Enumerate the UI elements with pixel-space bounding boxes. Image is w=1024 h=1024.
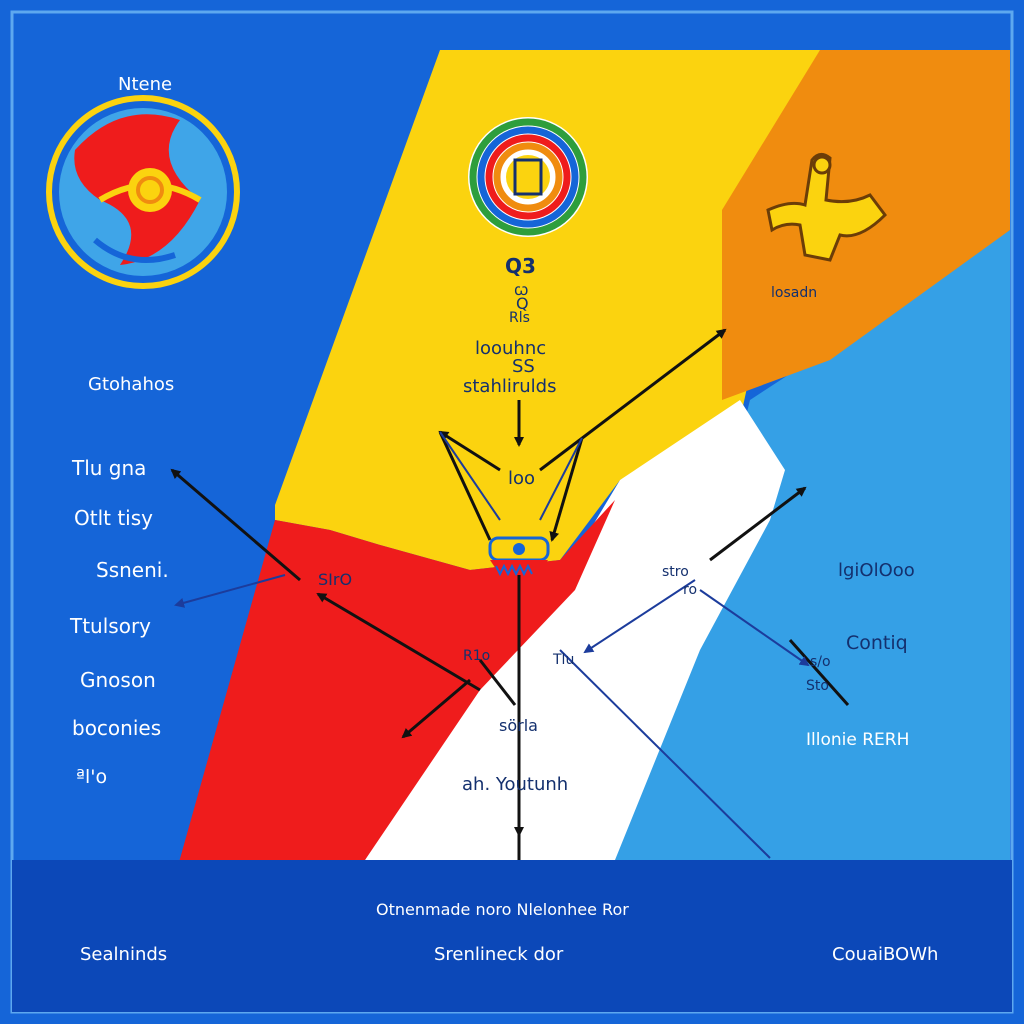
arrow-to-left-labels <box>170 468 301 582</box>
bottom-center-label: Srenlineck dor <box>434 944 564 965</box>
bottom-title: Otnenmade noro Nlelonhee Ror <box>376 900 629 919</box>
label-center-7: stahlirulds <box>463 376 557 397</box>
arrow-to-right-labels <box>699 589 810 667</box>
blue-arrows <box>174 431 810 859</box>
label-left-6: Gnoson <box>80 668 156 692</box>
arrow-to-white <box>583 579 696 654</box>
label-center-3: Q <box>516 294 529 313</box>
bottom-band <box>12 860 1012 1012</box>
arrow-fan-inner-right <box>539 437 583 521</box>
label-right-4: Sto <box>806 678 829 694</box>
bottom-band-bg <box>12 860 1012 1012</box>
label-white-4: sörla <box>499 716 538 735</box>
label-center-5: loouhnc <box>475 338 547 359</box>
label-white-2: Tlu <box>553 652 575 668</box>
label-right-2: Contiq <box>846 632 908 654</box>
arrow-to-orange <box>539 328 727 472</box>
arrow-up-left <box>438 430 501 472</box>
region-red <box>160 500 615 930</box>
arrow-fan-right <box>549 437 584 542</box>
region-light-blue <box>610 230 1010 860</box>
label-white-1: stro <box>662 564 689 580</box>
arrow-to-red-label <box>316 592 481 692</box>
label-left-7: boconies <box>72 716 162 740</box>
arrow-to-light-blue <box>709 486 807 562</box>
figure-glyph-icon <box>766 153 887 262</box>
label-red-1: SIrO <box>318 570 353 589</box>
label-center-1: Q3 <box>505 254 536 278</box>
arrow-to-ttulsory <box>174 574 286 608</box>
label-left-1: Gtohahos <box>88 374 175 395</box>
ornament-emblem-icon <box>488 536 550 577</box>
label-left-8: ªl'o <box>76 766 108 788</box>
rainbow-medallion-icon <box>468 117 588 237</box>
arrow-right-lower <box>788 639 850 706</box>
label-right-1: lgiOlOoo <box>838 560 915 581</box>
label-white-5: ah. Youtunh <box>462 774 569 795</box>
label-left-3: Otlt tisy <box>74 506 153 530</box>
label-center-8: loo <box>508 468 536 489</box>
label-center-6: SS <box>512 356 535 377</box>
label-left-5: Ttulsory <box>70 614 152 638</box>
arrow-down-left <box>401 678 471 739</box>
label-red-2: R1o <box>463 648 491 664</box>
label-left-2: Tlu gna <box>72 456 147 480</box>
arrow-fan-inner-left <box>439 431 501 521</box>
label-orange-1: losadn <box>771 285 818 301</box>
arrow-long-diagonal <box>559 649 771 859</box>
bottom-left-label: Sealninds <box>80 944 168 965</box>
label-left-4: Ssneni. <box>96 558 169 582</box>
label-center-2: ꞷ <box>514 280 529 299</box>
label-right-5: Illonie RERH <box>806 730 910 750</box>
black-arrows <box>170 328 850 860</box>
label-top-left: Ntene <box>118 74 173 95</box>
label-center-4: Rls <box>509 310 530 326</box>
bottom-right-label: CouaiBOWh <box>832 944 939 965</box>
arrow-to-center-text <box>478 659 517 706</box>
globe-swirl-icon <box>46 95 240 289</box>
arrow-fan-left <box>438 431 492 541</box>
label-white-3: ro <box>683 582 698 598</box>
region-white <box>365 400 785 860</box>
label-right-3: s/o <box>810 654 831 670</box>
